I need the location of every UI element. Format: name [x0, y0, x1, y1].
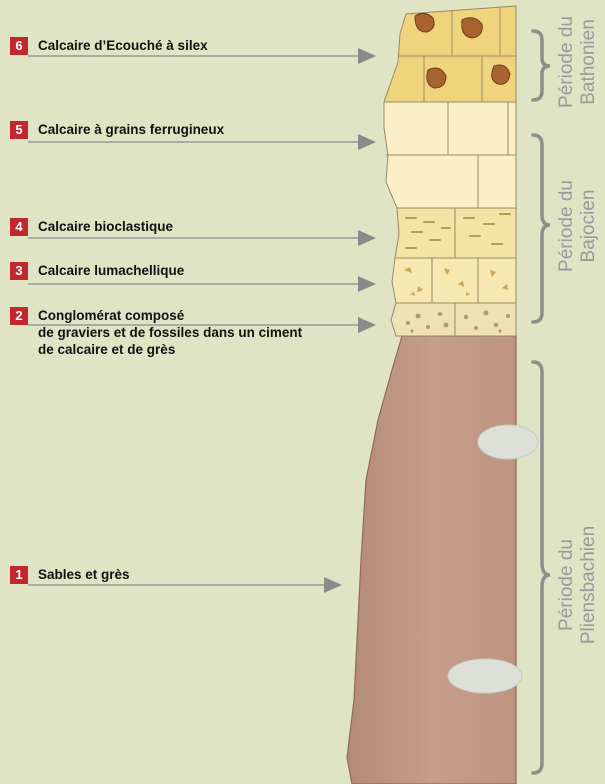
period-label-bajocien: Période du Bajocien [556, 180, 599, 272]
period-label-pliensbachien: Période du Pliensbachien [556, 525, 599, 645]
layer-label-4: 4 Calcaire bioclastique [10, 218, 173, 236]
layer-name: Calcaire bioclastique [38, 219, 174, 234]
layer-number-badge: 1 [10, 566, 28, 584]
layer-4-calcaire-bioclastique [394, 207, 517, 259]
layer-label-3: 3 Calcaire lumachellique [10, 262, 184, 280]
brace-bathonien [531, 29, 551, 102]
layer-number-badge: 6 [10, 37, 28, 55]
period-braces [531, 29, 551, 775]
layer-name: Calcaire à grains ferrugineux [38, 122, 225, 137]
layer-number-badge: 3 [10, 262, 28, 280]
layer-name: Calcaire lumachellique [38, 263, 185, 278]
layer-3-calcaire-lumachellique [391, 257, 517, 304]
arrow-layer-2 [28, 317, 376, 333]
layer-number-badge: 4 [10, 218, 28, 236]
layer-name-line-1: Conglomérat composé [38, 308, 185, 323]
flint-nodule [426, 67, 447, 89]
layer-1-sables-et-gres [346, 335, 539, 784]
period-label-bathonien: Période du Bathonien [556, 16, 599, 108]
flint-nodule [461, 17, 483, 39]
flint-nodule [491, 64, 511, 85]
layer-label-1: 1 Sables et grès [10, 566, 130, 584]
flint-nodule [414, 12, 435, 33]
pebble-lens [477, 424, 539, 460]
layer-label-5: 5 Calcaire à grains ferrugineux [10, 121, 224, 139]
layer-6-calcaire-ecouche-silex [383, 5, 517, 103]
layer-label-6: 6 Calcaire d’Ecouché à silex [10, 37, 208, 55]
arrow-layer-1 [28, 577, 342, 593]
layer-name-line-3: de calcaire et de grès [38, 342, 176, 357]
layer-name: Calcaire d’Ecouché à silex [38, 38, 208, 53]
pointer-arrows [28, 48, 376, 593]
layer-name: Sables et grès [38, 567, 130, 582]
arrow-layer-4 [28, 230, 376, 246]
pebble-lens [447, 658, 523, 694]
brace-bajocien [531, 133, 551, 324]
layer-number-badge: 2 [10, 307, 28, 325]
layer-number-badge: 5 [10, 121, 28, 139]
brace-pliensbachien [531, 360, 551, 775]
layer-2-conglomerat [390, 302, 517, 337]
arrow-layer-3 [28, 276, 376, 292]
layer-name-line-2: de graviers et de fossiles dans un cimen… [38, 325, 303, 340]
layer-5-calcaire-ferrugineux [383, 101, 517, 209]
arrow-layer-5 [28, 134, 376, 150]
layer-label-2: 2 Conglomérat composé de graviers et de … [10, 307, 302, 358]
arrow-layer-6 [28, 48, 376, 64]
